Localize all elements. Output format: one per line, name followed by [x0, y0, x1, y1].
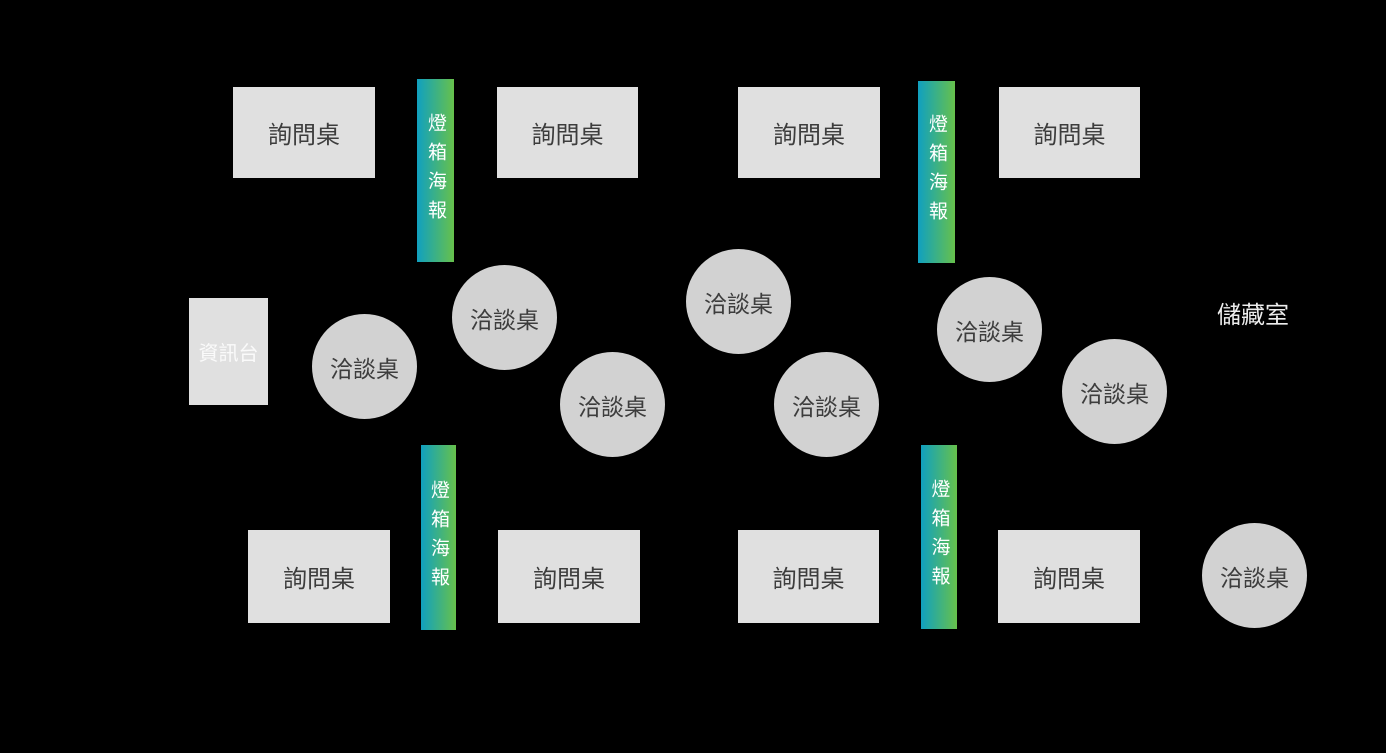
discussion-table-label: 洽談桌: [470, 307, 539, 334]
lightbox-poster-label: 燈箱海報: [928, 479, 951, 595]
lightbox-poster-top-left: 燈箱海報: [417, 79, 454, 262]
inquiry-desk-top-2: 詢問桌: [497, 87, 638, 178]
lightbox-poster-label: 燈箱海報: [926, 114, 948, 230]
lightbox-poster-label: 燈箱海報: [428, 479, 450, 596]
discussion-table-2: 洽談桌: [452, 265, 557, 370]
inquiry-desk-top-3: 詢問桌: [738, 87, 880, 178]
inquiry-desk-top-1: 詢問桌: [233, 87, 375, 178]
inquiry-desk-label: 詢問桌: [1033, 565, 1105, 593]
discussion-table-8: 洽談桌: [1202, 523, 1307, 628]
inquiry-desk-bottom-2: 詢問桌: [498, 530, 640, 623]
inquiry-desk-label: 詢問桌: [772, 565, 845, 593]
discussion-table-label: 洽談桌: [955, 319, 1024, 346]
info-desk: 資訊台: [189, 298, 268, 405]
discussion-table-label: 洽談桌: [1080, 381, 1149, 408]
inquiry-desk-bottom-3: 詢問桌: [738, 530, 879, 623]
inquiry-desk-bottom-1: 詢問桌: [248, 530, 390, 623]
lightbox-poster-label: 燈箱海報: [425, 112, 447, 229]
inquiry-desk-label: 詢問桌: [268, 121, 340, 149]
discussion-table-3: 洽談桌: [560, 352, 665, 457]
discussion-table-label: 洽談桌: [704, 291, 773, 318]
discussion-table-label: 洽談桌: [1220, 565, 1289, 592]
discussion-table-7: 洽談桌: [1062, 339, 1167, 444]
discussion-table-1: 洽談桌: [312, 314, 417, 419]
info-desk-label: 資訊台: [198, 341, 259, 365]
discussion-table-label: 洽談桌: [578, 394, 647, 421]
discussion-table-4: 洽談桌: [686, 249, 791, 354]
discussion-table-5: 洽談桌: [774, 352, 879, 457]
inquiry-desk-bottom-4: 詢問桌: [998, 530, 1140, 623]
inquiry-desk-label: 詢問桌: [773, 121, 845, 149]
inquiry-desk-label: 詢問桌: [533, 565, 605, 593]
discussion-table-6: 洽談桌: [937, 277, 1042, 382]
discussion-table-label: 洽談桌: [792, 394, 861, 421]
inquiry-desk-label: 詢問桌: [531, 121, 604, 149]
lightbox-poster-bottom-right: 燈箱海報: [921, 445, 957, 629]
lightbox-poster-top-right: 燈箱海報: [918, 81, 955, 263]
inquiry-desk-label: 詢問桌: [1033, 121, 1106, 149]
discussion-table-label: 洽談桌: [330, 356, 399, 383]
storage-room-label: 儲藏室: [1217, 301, 1289, 329]
inquiry-desk-label: 詢問桌: [283, 565, 355, 593]
lightbox-poster-bottom-left: 燈箱海報: [421, 445, 456, 630]
inquiry-desk-top-4: 詢問桌: [999, 87, 1140, 178]
